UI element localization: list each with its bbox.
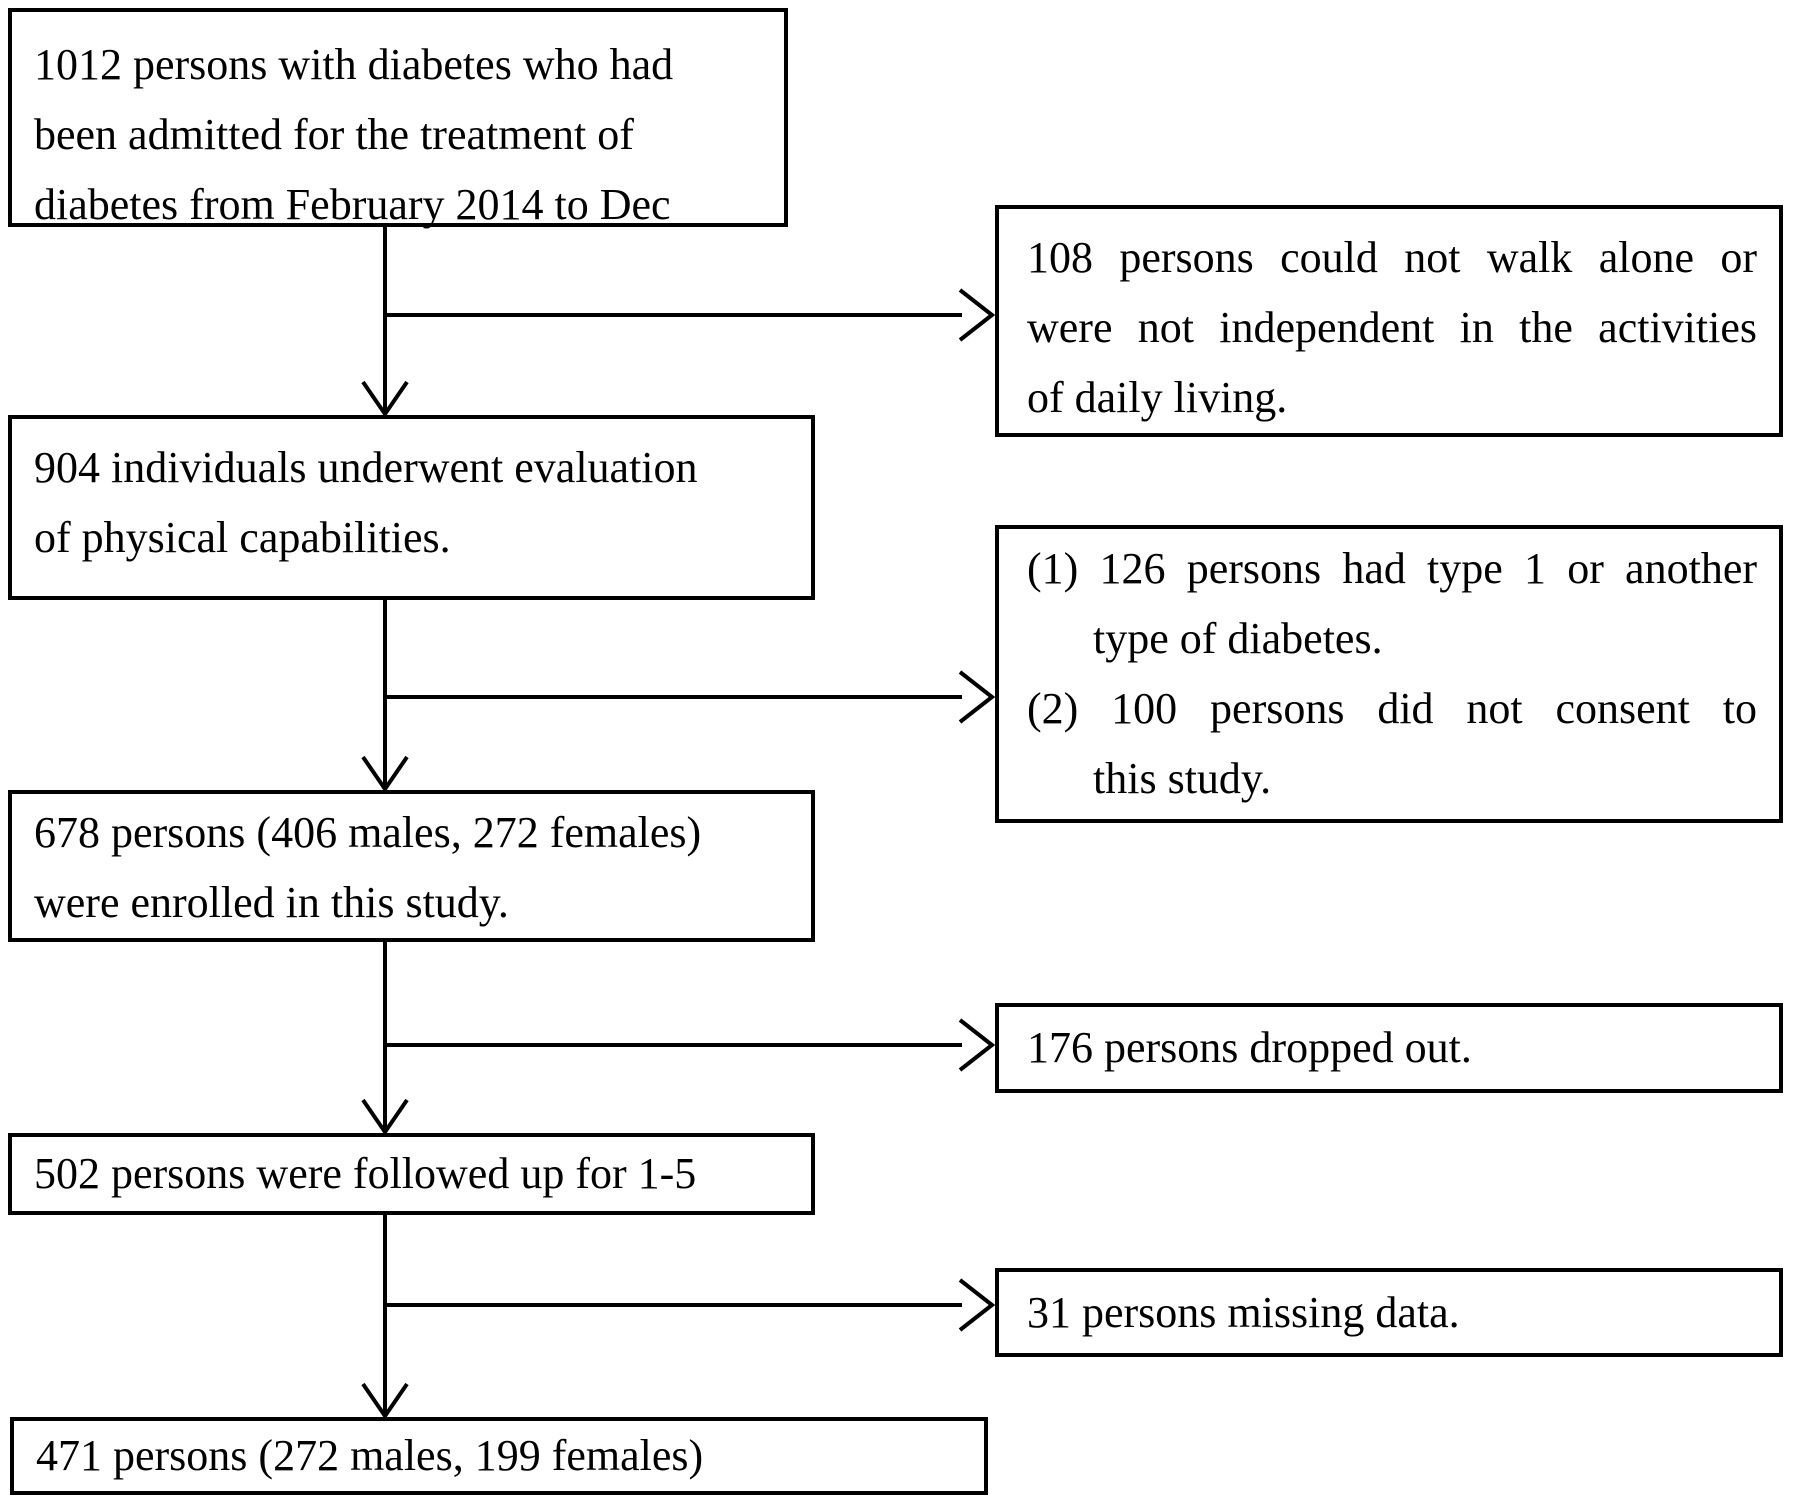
box-followed: 502 persons were followed up for 1-5 [8,1133,815,1215]
arrow-right-icon-3 [958,1018,996,1072]
box-missing-data: 31 persons missing data. [995,1268,1783,1357]
box-excluded-walk: 108 persons could not walk alone or were… [995,205,1783,437]
box-excluded-reasons-line-4: this study. [1093,754,1272,803]
box-enrolled-line-1: 678 persons (406 males, 272 females) [34,808,702,857]
box-admitted-line-3: diabetes from February 2014 to Dec [34,180,671,229]
arrow-down-icon-1 [361,380,409,418]
box-excluded-walk-line-2: were not independent in the activities [1027,303,1757,352]
box-admitted-line-2: been admitted for the treatment of [34,110,634,159]
box-dropped-out: 176 persons dropped out. [995,1003,1783,1093]
arrow-down-icon-3 [361,1098,409,1136]
box-missing-data-line-1: 31 persons missing data. [1027,1287,1460,1337]
box-final: 471 persons (272 males, 199 females) [10,1417,988,1495]
box-excluded-reasons-line-2: type of diabetes. [1093,614,1383,663]
box-admitted: 1012 persons with diabetes who had been … [8,8,788,229]
box-excluded-reasons: (1) 126 persons had type 1 or another ty… [995,525,1783,823]
box-followed-line-1: 502 persons were followed up for 1-5 [34,1149,697,1198]
box-enrolled: 678 persons (406 males, 272 females) wer… [8,790,815,942]
box-excluded-reasons-line-1: (1) 126 persons had type 1 or another [1027,544,1757,593]
box-evaluated: 904 individuals underwent evaluation of … [8,415,815,600]
box-final-line-1: 471 persons (272 males, 199 females) [36,1431,704,1480]
box-evaluated-line-2: of physical capabilities. [34,513,451,562]
box-evaluated-line-1: 904 individuals underwent evaluation [34,443,698,492]
arrow-down-icon-2 [361,755,409,793]
box-dropped-out-line-1: 176 persons dropped out. [1027,1023,1472,1072]
arrow-right-icon-1 [958,288,996,342]
box-excluded-walk-line-1: 108 persons could not walk alone or [1027,233,1757,282]
box-enrolled-line-2: were enrolled in this study. [34,878,509,927]
arrow-down-icon-4 [361,1382,409,1420]
box-excluded-walk-line-3: of daily living. [1027,373,1288,422]
box-admitted-line-1: 1012 persons with diabetes who had [34,40,674,89]
arrow-right-icon-2 [958,670,996,724]
box-excluded-reasons-line-3: (2) 100 persons did not consent to [1027,684,1757,733]
arrow-right-icon-4 [958,1278,996,1332]
